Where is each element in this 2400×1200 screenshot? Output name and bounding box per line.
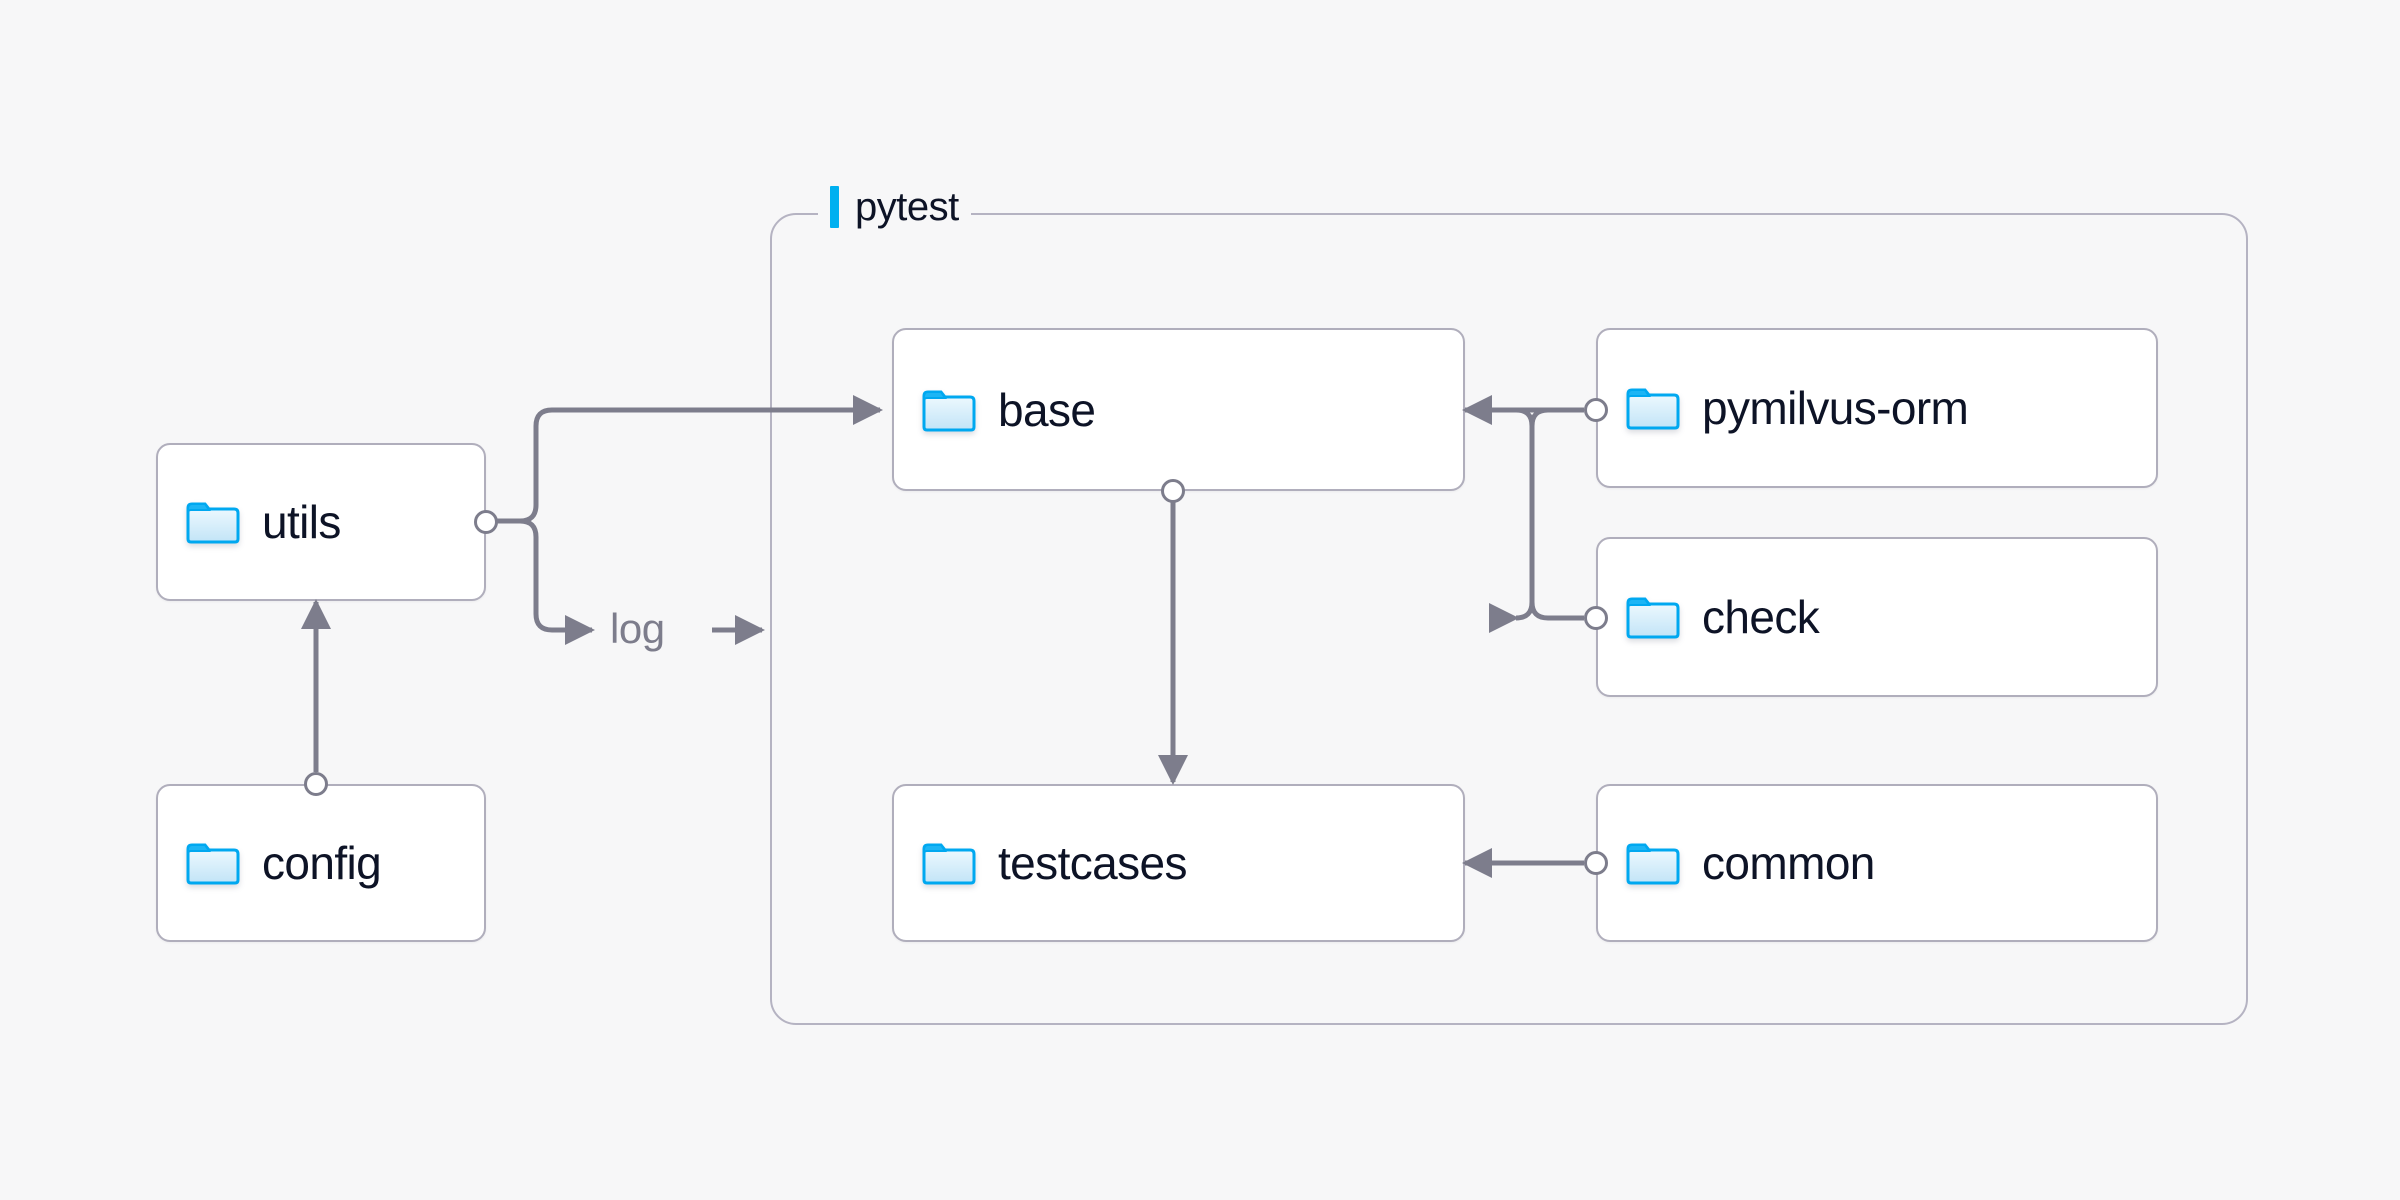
node-config[interactable]: config: [156, 784, 486, 942]
edge-utils-log: [486, 518, 595, 645]
node-label: config: [262, 837, 382, 889]
group-pytest-label: pytest: [818, 184, 971, 230]
group-accent-bar: [830, 186, 839, 228]
edge-label-log: log: [600, 608, 675, 650]
node-label: base: [998, 383, 1096, 436]
folder-icon: [922, 843, 976, 885]
handle-base-bottom[interactable]: [1161, 479, 1185, 503]
node-pymilvus-orm[interactable]: pymilvus-orm: [1596, 328, 2158, 488]
folder-icon: [1626, 843, 1680, 885]
node-label: pymilvus-orm: [1702, 382, 1969, 434]
node-label: utils: [262, 496, 341, 548]
node-label: testcases: [998, 837, 1188, 889]
folder-icon: [186, 502, 240, 544]
node-check[interactable]: check: [1596, 537, 2158, 697]
folder-icon: [1626, 388, 1680, 430]
handle-check-left[interactable]: [1584, 606, 1608, 630]
handle-config-top[interactable]: [304, 772, 328, 796]
handle-common-left[interactable]: [1584, 851, 1608, 875]
node-common[interactable]: common: [1596, 784, 2158, 942]
node-label: common: [1702, 837, 1875, 889]
group-title: pytest: [855, 185, 959, 229]
folder-icon: [186, 843, 240, 885]
folder-icon: [1626, 597, 1680, 639]
handle-pymilvus-orm-left[interactable]: [1584, 398, 1608, 422]
handle-utils-right[interactable]: [474, 510, 498, 534]
node-testcases[interactable]: testcases: [892, 784, 1465, 942]
group-pytest[interactable]: [770, 213, 2248, 1025]
node-label: check: [1702, 591, 1820, 643]
node-base[interactable]: base: [892, 328, 1465, 491]
folder-icon: [922, 390, 976, 431]
node-utils[interactable]: utils: [156, 443, 486, 601]
